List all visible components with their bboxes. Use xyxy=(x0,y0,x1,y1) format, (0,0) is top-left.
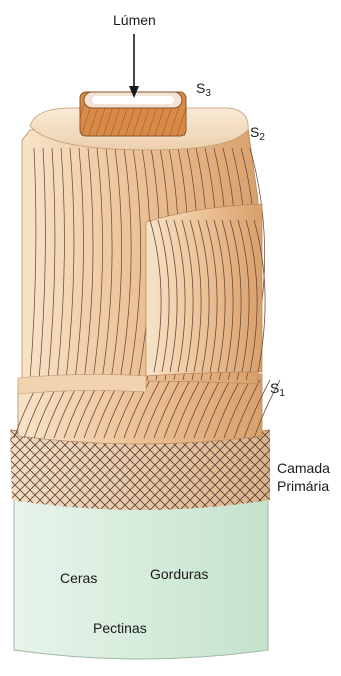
label-lumen: Lúmen xyxy=(113,12,156,30)
label-primary-wall: Camada Primária xyxy=(277,460,330,495)
label-fats: Gorduras xyxy=(150,566,208,584)
s1-upper-wrap xyxy=(146,204,262,376)
label-waxes: Ceras xyxy=(60,570,97,588)
label-s3: S3 xyxy=(196,80,211,101)
label-pectins: Pectinas xyxy=(93,620,147,638)
label-s2: S2 xyxy=(250,124,265,145)
label-s1: S1 xyxy=(270,380,285,401)
